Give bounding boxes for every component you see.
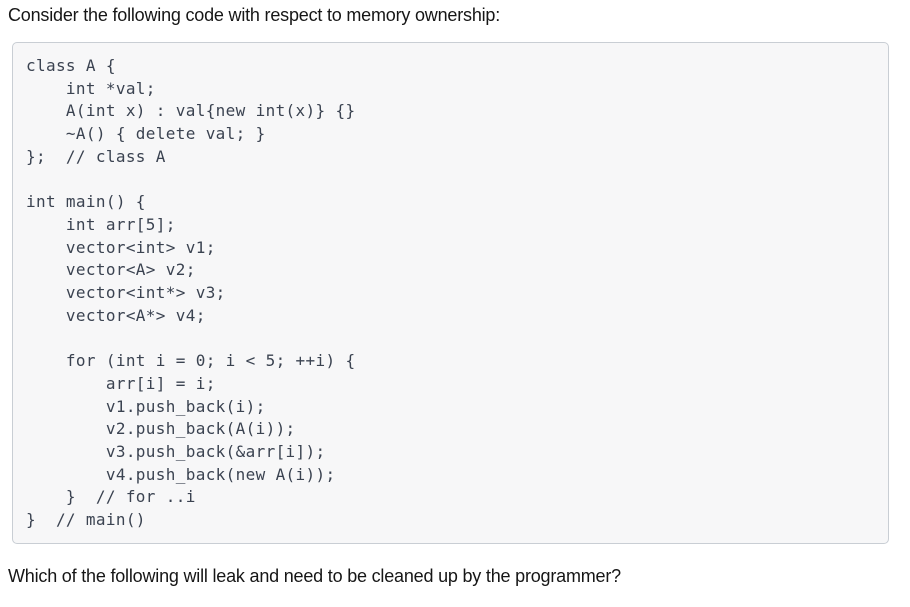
question-intro-text: Consider the following code with respect… <box>8 5 501 25</box>
quiz-question-page: Consider the following code with respect… <box>8 5 889 586</box>
code-text: class A { int *val; A(int x) : val{new i… <box>26 56 356 530</box>
code-block: class A { int *val; A(int x) : val{new i… <box>12 42 889 544</box>
question-prompt-text: Which of the following will leak and nee… <box>8 565 621 586</box>
